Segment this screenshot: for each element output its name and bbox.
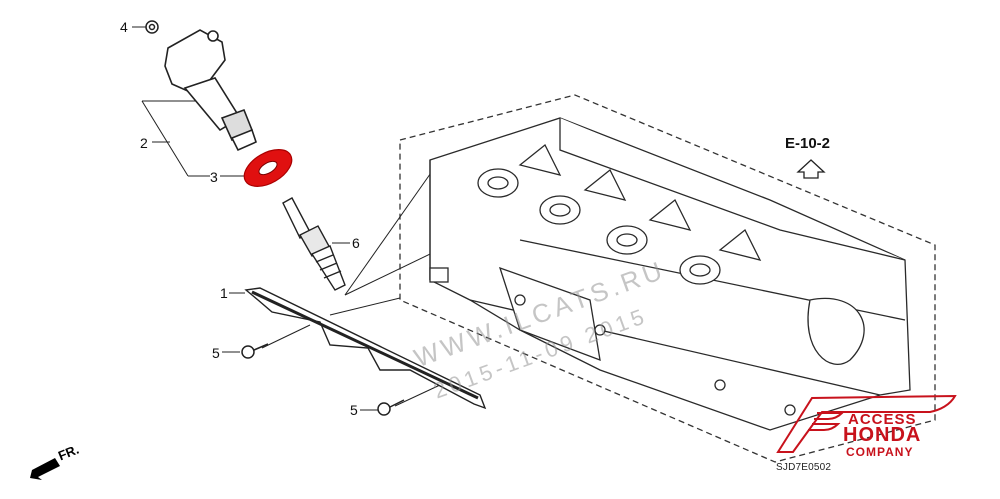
logo-access: ACCESS xyxy=(848,411,917,428)
callout-3[interactable]: 3 xyxy=(210,169,218,185)
drawing-code: SJD7E0502 xyxy=(776,462,832,473)
assembly-boundary xyxy=(399,94,936,463)
spark-plug-icon xyxy=(282,197,346,291)
cylinder-head-icon xyxy=(429,117,911,431)
front-arrow-icon xyxy=(30,458,60,480)
callout-4[interactable]: 4 xyxy=(120,19,128,35)
callout-2[interactable]: 2 xyxy=(140,135,148,151)
access-honda-logo-icon xyxy=(776,394,957,453)
callout-1[interactable]: 1 xyxy=(220,285,228,301)
logo-honda: HONDA xyxy=(843,424,922,446)
callout-5-upper[interactable]: 5 xyxy=(212,345,220,361)
callout-5-lower[interactable]: 5 xyxy=(350,402,358,418)
ignition-coil-icon xyxy=(164,29,257,152)
leader-lines xyxy=(132,26,481,411)
callout-6[interactable]: 6 xyxy=(352,235,360,251)
reference-arrow-icon xyxy=(796,159,826,179)
bolt-4-icon xyxy=(145,20,159,34)
gasket-1-icon xyxy=(244,287,487,410)
reference-label[interactable]: E-10-2 xyxy=(785,135,831,152)
seal-3-icon xyxy=(243,149,293,187)
bolt-5-lower-icon xyxy=(377,399,405,416)
bolt-5-upper-icon xyxy=(241,343,269,359)
logo-company: COMPANY xyxy=(846,445,914,459)
